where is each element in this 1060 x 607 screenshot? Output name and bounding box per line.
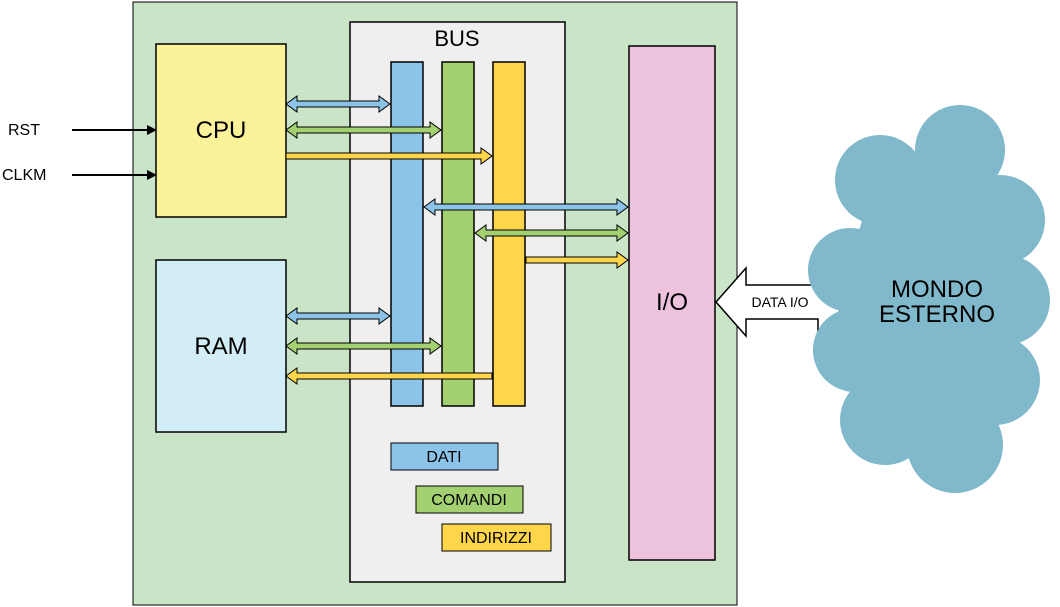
legend-comandi-swatch <box>415 485 524 514</box>
ram-comandi-arrow <box>285 337 442 355</box>
cpu-comandi-arrow <box>285 121 442 139</box>
ram-indirizzi-arrow <box>285 367 493 385</box>
ram-block <box>155 259 287 433</box>
mondo-esterno-line2: ESTERNO <box>879 301 995 328</box>
cpu-dati-arrow <box>285 95 391 113</box>
legend-comandi-label: COMANDI <box>431 492 507 509</box>
cpu-block <box>155 43 287 218</box>
io-label: I/O <box>656 289 688 316</box>
clkm-label: CLKM <box>2 167 46 184</box>
cpu-label: CPU <box>196 117 247 144</box>
bus-line-dati <box>390 61 424 407</box>
mondo-esterno-line1: MONDO <box>891 276 983 303</box>
cpu-indirizzi-arrow <box>285 147 493 165</box>
legend-indirizzi-swatch <box>441 523 552 552</box>
legend-dati-swatch <box>390 442 499 471</box>
legend-indirizzi-label: INDIRIZZI <box>460 530 532 547</box>
bus-title: BUS <box>434 26 479 51</box>
io-block <box>628 45 716 561</box>
legend-dati-label: DATI <box>426 449 461 466</box>
bus-line-comandi <box>441 61 475 407</box>
io-comandi-arrow <box>474 224 629 242</box>
io-dati-arrow <box>423 198 629 216</box>
io-indirizzi-arrow <box>525 251 629 269</box>
ram-label: RAM <box>194 333 247 360</box>
rst-label: RST <box>8 122 40 139</box>
external-world-cloud: MONDO ESTERNO <box>808 105 1050 493</box>
ram-dati-arrow <box>285 307 391 325</box>
data-io-label: DATA I/O <box>751 294 808 310</box>
